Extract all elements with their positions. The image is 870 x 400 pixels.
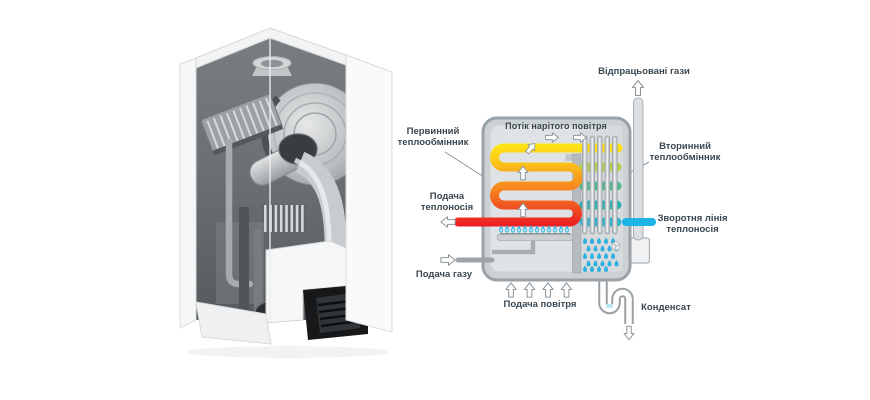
boiler-left-panel (179, 57, 197, 329)
air-up-arrow-icon (560, 282, 573, 298)
flue-pipe (627, 97, 651, 264)
condensate-droplets (582, 237, 621, 272)
boiler-heatsink (262, 205, 306, 232)
air-up-arrow-icon (505, 282, 517, 298)
gas-right-arrow-icon (440, 254, 456, 266)
burner (492, 225, 574, 255)
boiler-flue-collar (252, 56, 292, 76)
floor-shadow (188, 346, 388, 358)
condensate-down-arrow-icon (623, 325, 635, 341)
label-exhaust-gases: Відпрацьовані гази (598, 66, 690, 77)
label-heat-carrier-supply: Подача теплоносія (420, 191, 474, 214)
label-secondary-heat-exchanger: Вторинний теплообмінник (649, 141, 721, 164)
supply-left-arrow-icon (440, 216, 456, 228)
label-condensate: Конденсат (641, 302, 691, 313)
boiler-plinth (195, 301, 272, 345)
fan-swirl-icon (611, 241, 621, 251)
label-heated-air-flow: Потік нарітого повітря (505, 121, 607, 131)
boiler-pipes (216, 138, 282, 320)
label-primary-heat-exchanger: Первинний теплообмінник (397, 126, 469, 149)
label-heat-carrier-return: Зворотня лінія теплоносія (657, 213, 728, 236)
condensate-trap (598, 278, 634, 324)
air-up-arrow-icon (523, 282, 536, 298)
primary-coil (453, 143, 623, 227)
label-gas-supply: Подача газу (415, 269, 473, 280)
boiler-schematic-diagram (440, 79, 656, 341)
boiler-right-panel (345, 54, 393, 333)
boiler-cutaway-photo (179, 27, 393, 358)
exhaust-up-arrow-icon (631, 79, 645, 97)
label-air-supply: Подача повітря (503, 299, 577, 310)
secondary-hx-tubes (582, 135, 618, 235)
air-up-arrow-icon (542, 282, 554, 298)
